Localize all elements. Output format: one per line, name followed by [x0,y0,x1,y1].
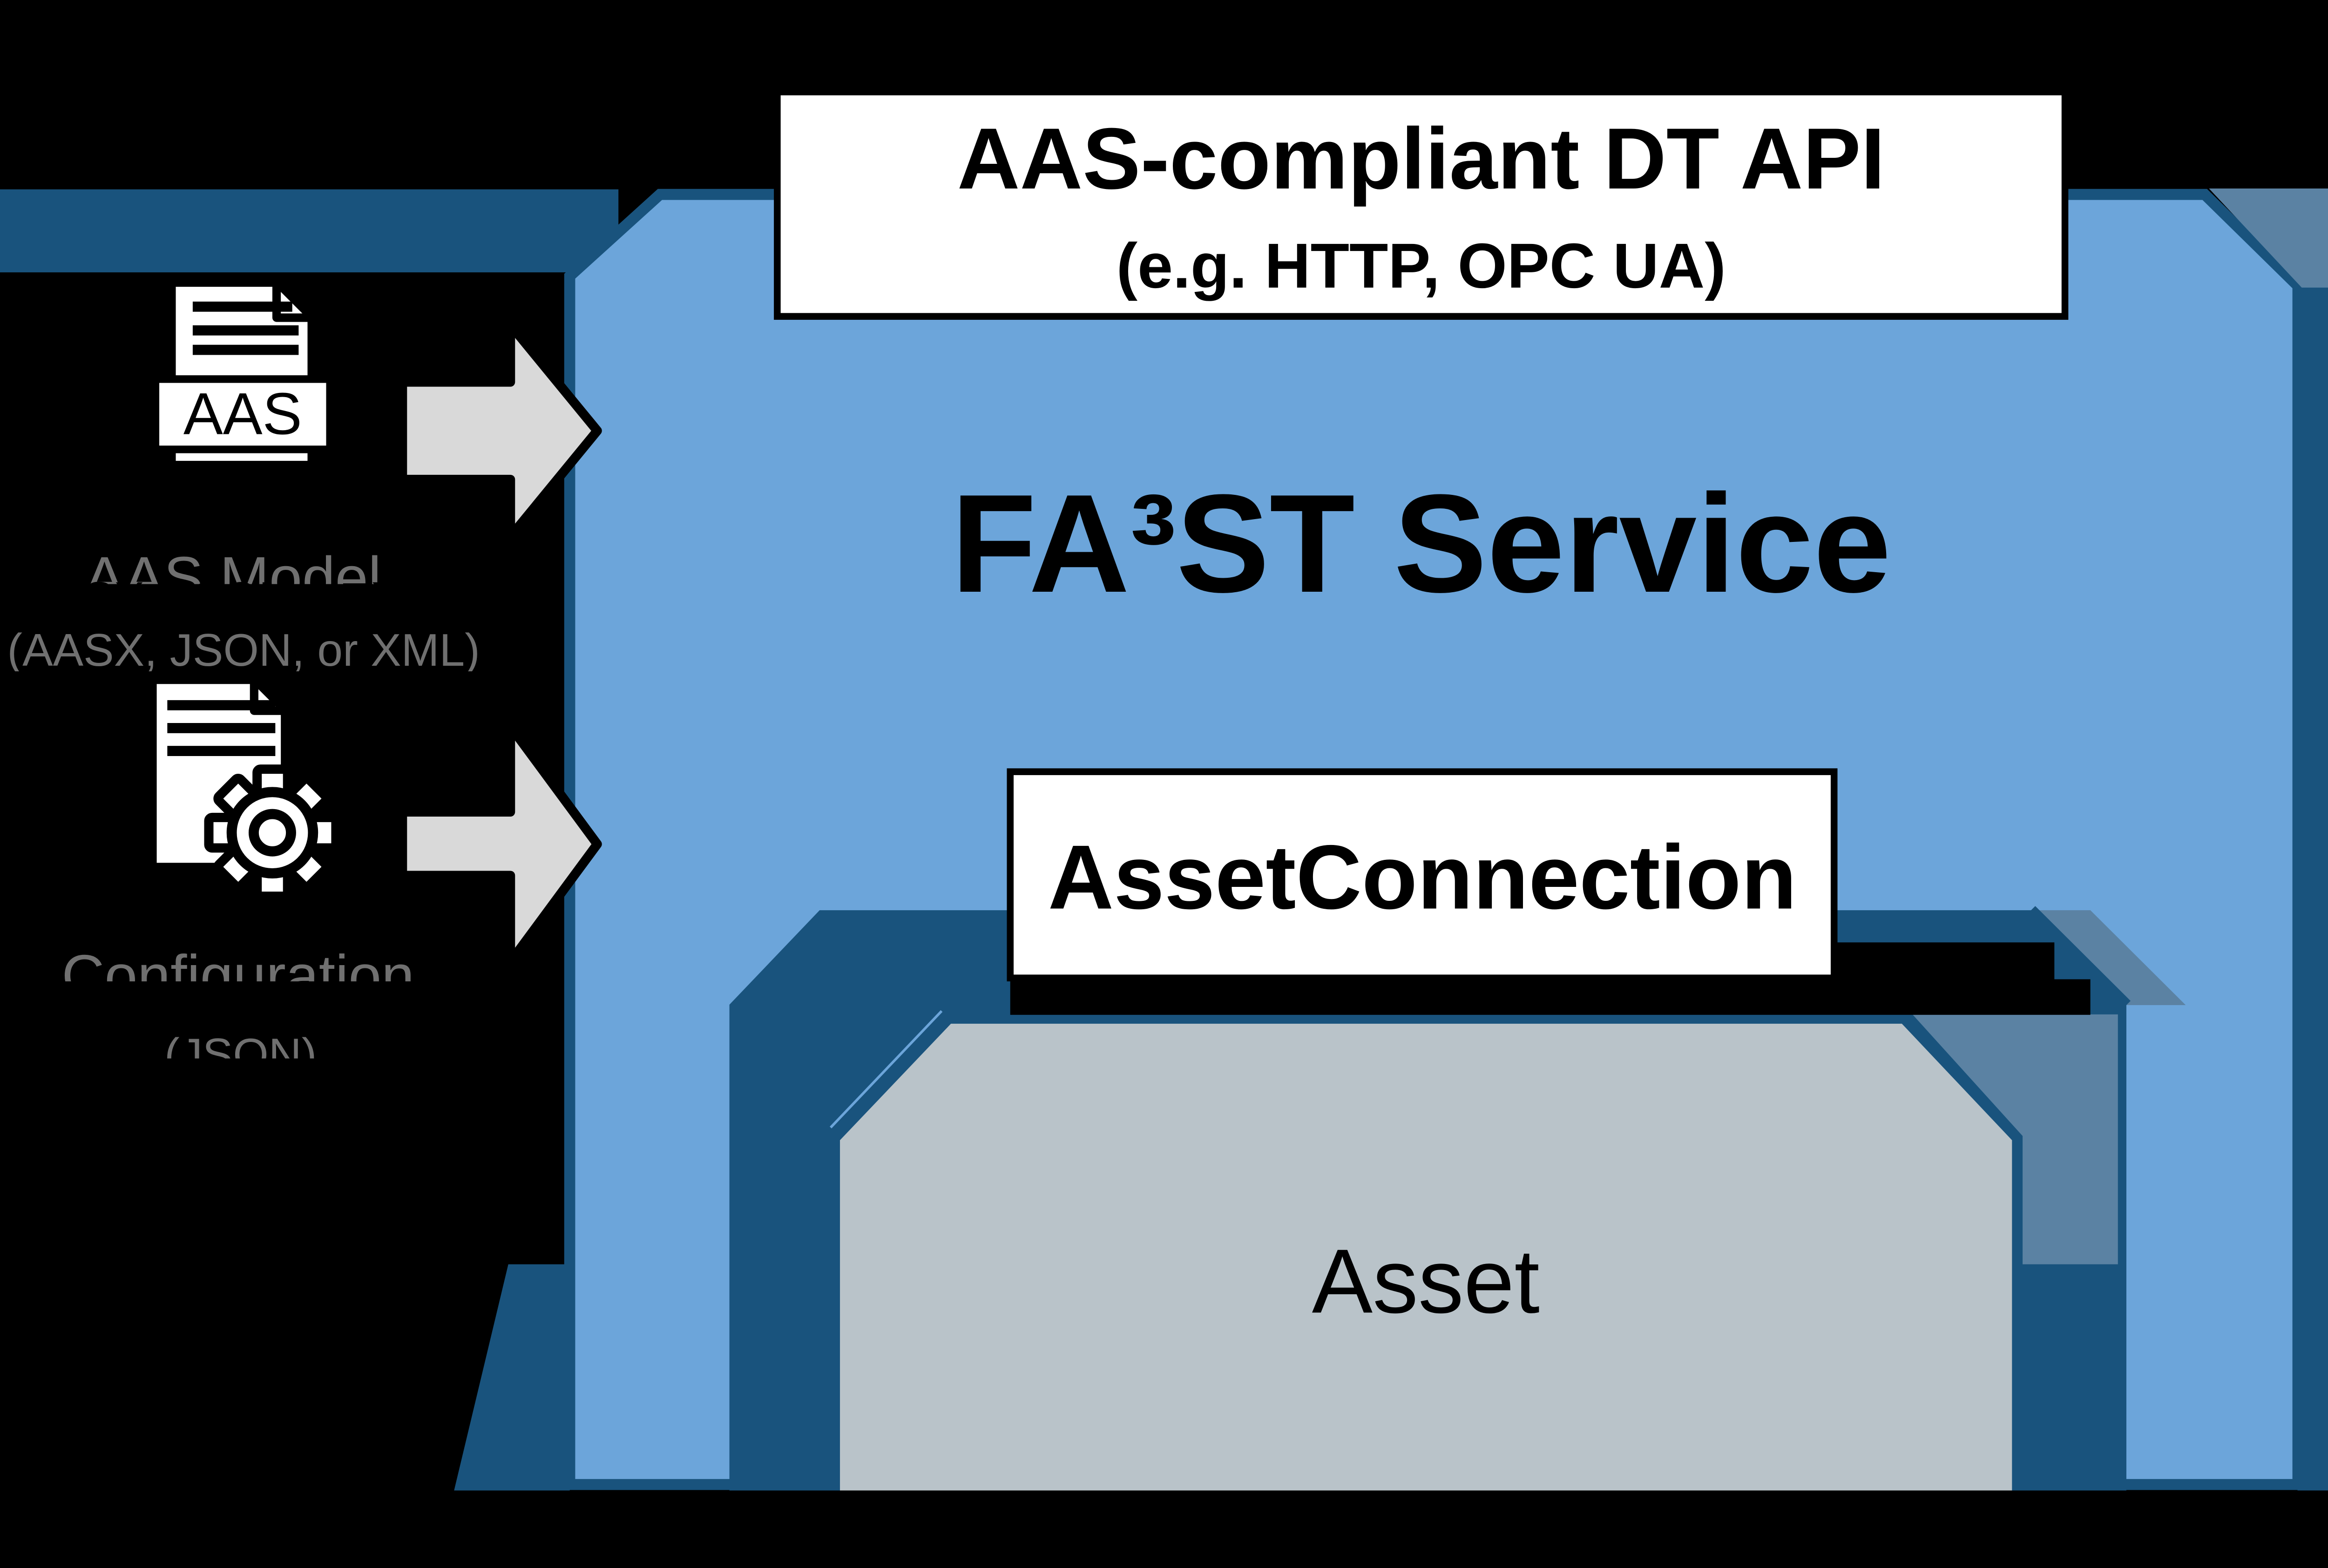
configuration-document-icon [146,674,341,901]
asset-connection-frame [1007,768,1838,981]
asset-connection-shadow-lower [1010,979,2091,1015]
ghost-crop [0,981,530,1028]
configuration-title: Configuration [61,894,414,960]
aas-model-title: AAS Model [85,496,381,562]
arrow-right-icon-aas-model [398,320,602,541]
asset-bevel-highlight [830,1010,943,1129]
asset-right-face [1912,1014,2118,1264]
api-box-title: AAS-compliant DT API [957,110,1885,207]
service-bottom-left-face [454,1264,570,1491]
ghost-crop [63,1058,445,1101]
asset-shape [840,1023,2012,1491]
aas-document-line [192,325,299,336]
service-title: FA³ST Service [951,465,1891,622]
aas-document-line [192,301,292,312]
asset-container-top-right-face [2031,910,2186,1005]
ghost-crop [25,584,513,635]
api-box: AAS-compliant DT API (e.g. HTTP, OPC UA) [774,88,2069,320]
asset-connection-label: AssetConnection [1048,826,1797,928]
api-box-subtitle: (e.g. HTTP, OPC UA) [1117,230,1726,301]
aas-badge-box [151,375,334,453]
configuration-document-line [167,700,276,710]
service-right-face [2297,284,2328,1491]
aas-document-icon: AAS [151,277,334,471]
aas-model-subtitle-ghost: (AASX, JSON, or XML) [7,624,480,676]
asset-container-bevel-edge [2027,906,2131,1009]
arrow-right-icon-configuration [398,722,602,967]
aas-model-subtitle: (AASX, JSON, or XML) [7,572,480,623]
configuration-document-line [167,723,276,733]
asset-label: Asset [1312,1230,1540,1332]
aas-document-line [192,345,299,355]
asset-connection-shadow-upper [1834,942,2055,980]
configuration-subtitle: (JSON) [164,980,317,1031]
api-box-frame [774,88,2069,320]
gear-icon [204,764,341,901]
service-top-right-face [2209,188,2328,288]
aas-badge-label: AAS [183,381,302,447]
service-left-rail [0,189,619,273]
asset-connection-box: AssetConnection [1007,768,1838,981]
configuration-document-line [167,746,276,756]
